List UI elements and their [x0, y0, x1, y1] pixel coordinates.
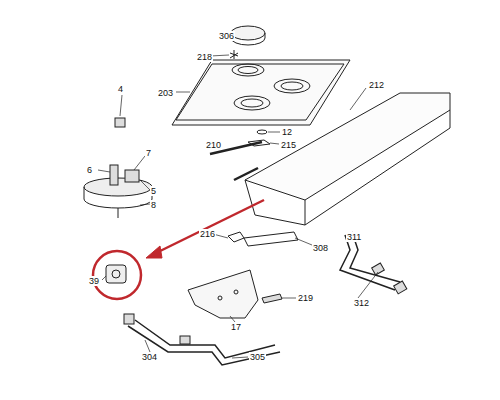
callout-number: 203	[157, 88, 174, 98]
callout-number: 6	[86, 165, 93, 175]
callout-number: 39	[88, 276, 100, 286]
callout-number: 306	[218, 31, 235, 41]
callout-number: 210	[205, 140, 222, 150]
callout-number: 12	[281, 127, 293, 137]
callout-number: 8	[150, 200, 157, 210]
callout-number: 218	[196, 52, 213, 62]
callout-number: 304	[141, 352, 158, 362]
callout-number: 5	[150, 186, 157, 196]
callout-number: 4	[117, 84, 124, 94]
callout-number: 305	[249, 352, 266, 362]
callout-number: 311	[346, 232, 362, 242]
callout-number: 215	[280, 140, 297, 150]
callout-number: 308	[312, 243, 329, 253]
callout-number: 312	[353, 298, 370, 308]
callout-number: 7	[145, 148, 152, 158]
callout-number: 17	[230, 322, 242, 332]
callout-number: 212	[368, 80, 385, 90]
callout-number: 216	[199, 229, 216, 239]
callout-number: 219	[297, 293, 314, 303]
